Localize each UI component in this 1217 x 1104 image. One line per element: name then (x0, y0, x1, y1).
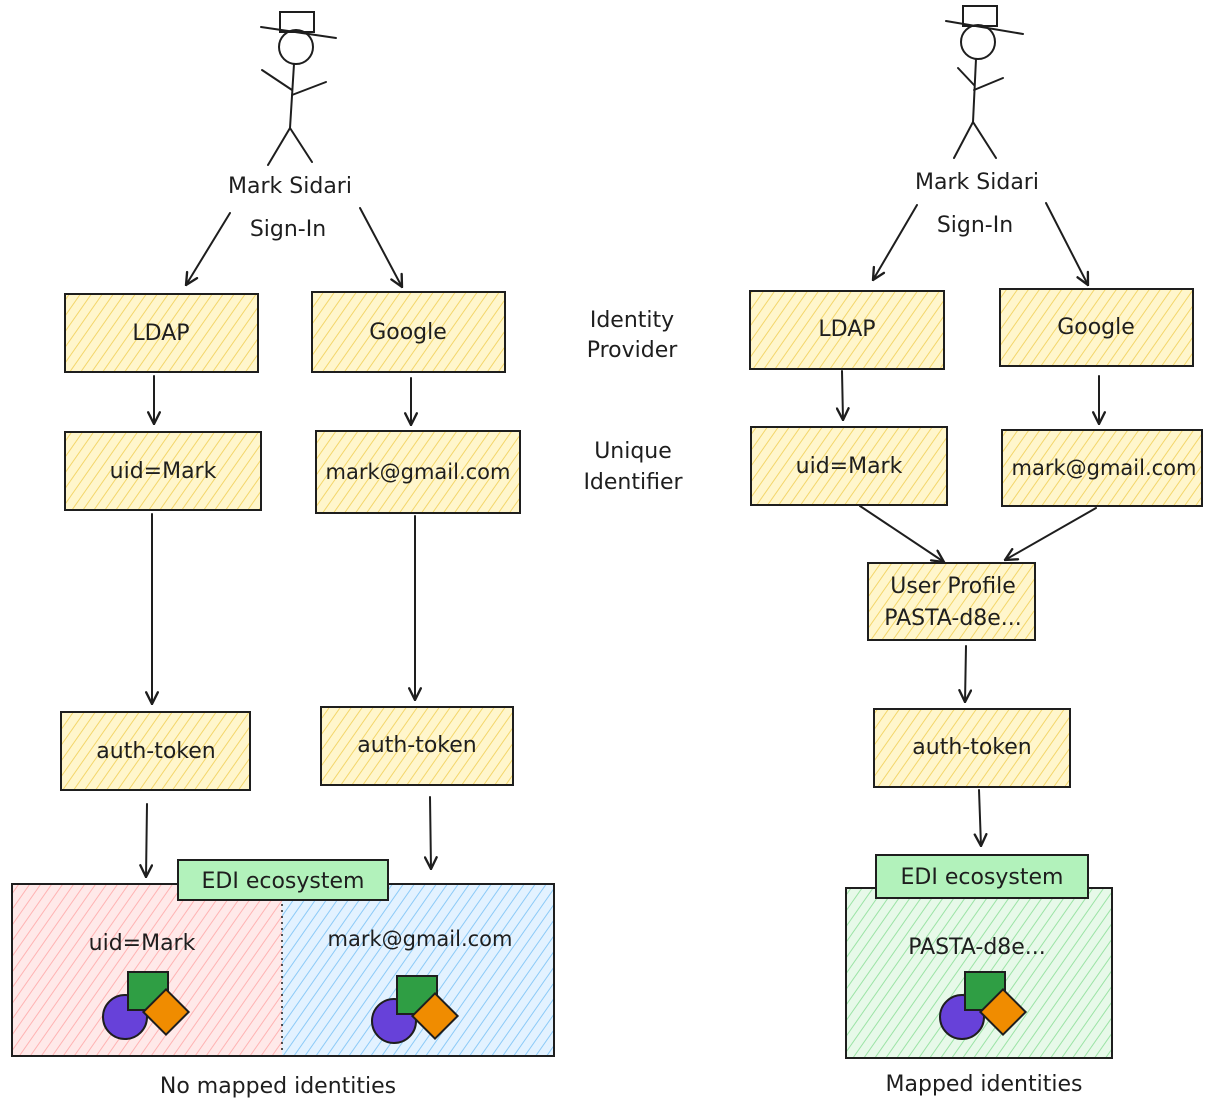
provider-box-ldap: LDAP (749, 290, 945, 370)
svg-text:auth-token: auth-token (912, 735, 1031, 760)
sign-in-label: Sign-In (250, 217, 326, 242)
sign-in-label: Sign-In (937, 213, 1013, 238)
svg-text:User Profile: User Profile (890, 574, 1016, 599)
ecosystem-container-mapped: EDI ecosystem PASTA-d8e... (845, 854, 1113, 1059)
arrow-ldap-to-uid (842, 370, 843, 420)
arrow-token-to-ecosystem-ldap (146, 803, 147, 877)
svg-text:Google: Google (369, 320, 447, 345)
user-profile-box: User Profile PASTA-d8e... (867, 562, 1036, 641)
identifier-box-email: mark@gmail.com (315, 430, 521, 514)
user-name: Mark Sidari (915, 170, 1039, 195)
svg-text:mark@gmail.com: mark@gmail.com (1012, 456, 1197, 480)
svg-text:Google: Google (1057, 315, 1135, 340)
svg-text:auth-token: auth-token (357, 733, 476, 758)
arrow-token-to-ecosystem (979, 789, 981, 846)
unique-identifier-label-2: Identifier (583, 470, 683, 495)
auth-token-box: auth-token (873, 708, 1071, 788)
svg-text:EDI ecosystem: EDI ecosystem (202, 869, 365, 894)
auth-token-box-ldap: auth-token (60, 711, 251, 791)
svg-text:EDI ecosystem: EDI ecosystem (901, 865, 1064, 890)
user-figure-icon (260, 11, 337, 166)
arrow-user-to-google (359, 207, 402, 287)
svg-text:PASTA-d8e...: PASTA-d8e... (884, 606, 1022, 631)
ecosystem-container-unmapped: EDI ecosystem uid=Mark mark@gmail.com (11, 859, 555, 1057)
svg-text:uid=Mark: uid=Mark (796, 454, 903, 479)
provider-box-ldap: LDAP (64, 293, 259, 373)
arrow-user-to-ldap (186, 212, 231, 285)
right-diagram: Mark Sidari Sign-In LDAP Google uid=Mark… (749, 5, 1203, 1097)
arrow-user-to-ldap (873, 204, 918, 280)
provider-box-google: Google (999, 288, 1194, 367)
svg-text:mark@gmail.com: mark@gmail.com (326, 460, 511, 484)
user-figure-icon (945, 5, 1024, 159)
svg-text:LDAP: LDAP (132, 321, 189, 346)
stage-labels: Identity Provider Unique Identifier (583, 308, 683, 495)
identifier-box-uid: uid=Mark (64, 431, 262, 511)
arrow-uid-to-profile (859, 505, 944, 562)
ecosystem-id-profile: PASTA-d8e... (908, 935, 1046, 960)
ecosystem-label: EDI ecosystem (875, 854, 1089, 899)
caption-no-mapped: No mapped identities (160, 1074, 396, 1099)
identifier-box-uid: uid=Mark (750, 426, 948, 506)
svg-text:auth-token: auth-token (96, 739, 215, 764)
arrow-token-to-ecosystem-google (430, 796, 431, 869)
identity-provider-label-1: Identity (590, 308, 674, 333)
ecosystem-id-uid: uid=Mark (89, 931, 196, 956)
ecosystem-label: EDI ecosystem (177, 859, 389, 901)
resource-shapes-icon (102, 971, 191, 1040)
provider-box-google: Google (311, 291, 506, 373)
left-diagram: Mark Sidari Sign-In LDAP Google uid=Mark… (11, 11, 555, 1099)
ecosystem-id-email: mark@gmail.com (328, 927, 513, 951)
identity-provider-label-2: Provider (587, 338, 679, 363)
svg-text:LDAP: LDAP (818, 317, 875, 342)
arrow-profile-to-token (965, 645, 966, 702)
arrow-user-to-google (1045, 202, 1088, 285)
svg-text:uid=Mark: uid=Mark (110, 459, 217, 484)
identifier-box-email: mark@gmail.com (1001, 429, 1203, 507)
unique-identifier-label-1: Unique (594, 439, 672, 464)
resource-shapes-icon (939, 971, 1028, 1040)
caption-mapped: Mapped identities (886, 1072, 1083, 1097)
user-name: Mark Sidari (228, 174, 352, 199)
arrow-email-to-profile (1005, 507, 1097, 560)
resource-shapes-icon (371, 975, 460, 1044)
auth-token-box-google: auth-token (320, 706, 514, 786)
